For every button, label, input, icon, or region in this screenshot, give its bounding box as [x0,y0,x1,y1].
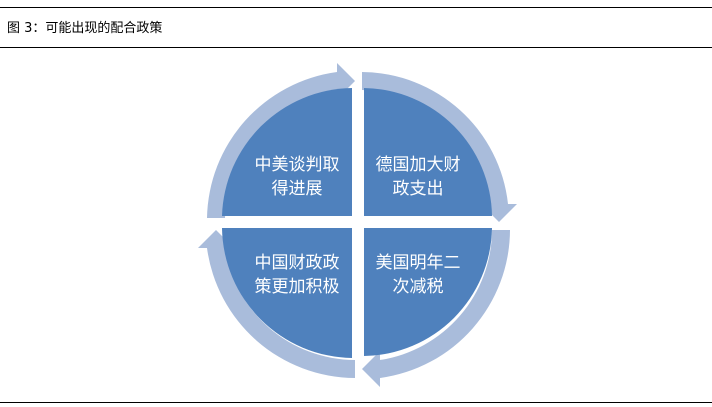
cycle-diagram: 中美谈判取 得进展 德国加大财 政支出 美国明年二 次减税 中国财政政 策更加积… [0,48,712,402]
quadrant-bottom-left [222,228,352,358]
quadrants [222,88,492,358]
quadrant-top-right-line2: 政支出 [393,179,444,199]
quadrant-bottom-left-line1: 中国财政政 [255,253,340,273]
top-rule [0,7,712,8]
quadrant-top-right-line1: 德国加大财 [376,155,461,175]
header-rule [0,47,712,48]
cycle-diagram-svg: 中美谈判取 得进展 德国加大财 政支出 美国明年二 次减税 中国财政政 策更加积… [198,63,517,387]
quadrant-bottom-right-line1: 美国明年二 [376,253,461,273]
quadrant-top-left-line1: 中美谈判取 [255,155,340,175]
bottom-rule [0,402,712,403]
arrow-top-right [362,72,517,222]
arrow-bottom-right [362,230,510,387]
figure-caption: 图 3：可能出现的配合政策 [7,21,163,36]
cycle-arrows [198,63,517,387]
arrow-bottom-left [198,230,355,378]
quadrant-bottom-right [364,228,492,356]
quadrant-top-right [364,88,492,216]
arrow-top-left [207,63,355,218]
quadrant-top-left [222,88,352,216]
quadrant-top-left-line2: 得进展 [272,179,323,199]
quadrant-bottom-left-line2: 策更加积极 [255,277,340,297]
quadrant-bottom-right-line2: 次减税 [393,277,444,297]
